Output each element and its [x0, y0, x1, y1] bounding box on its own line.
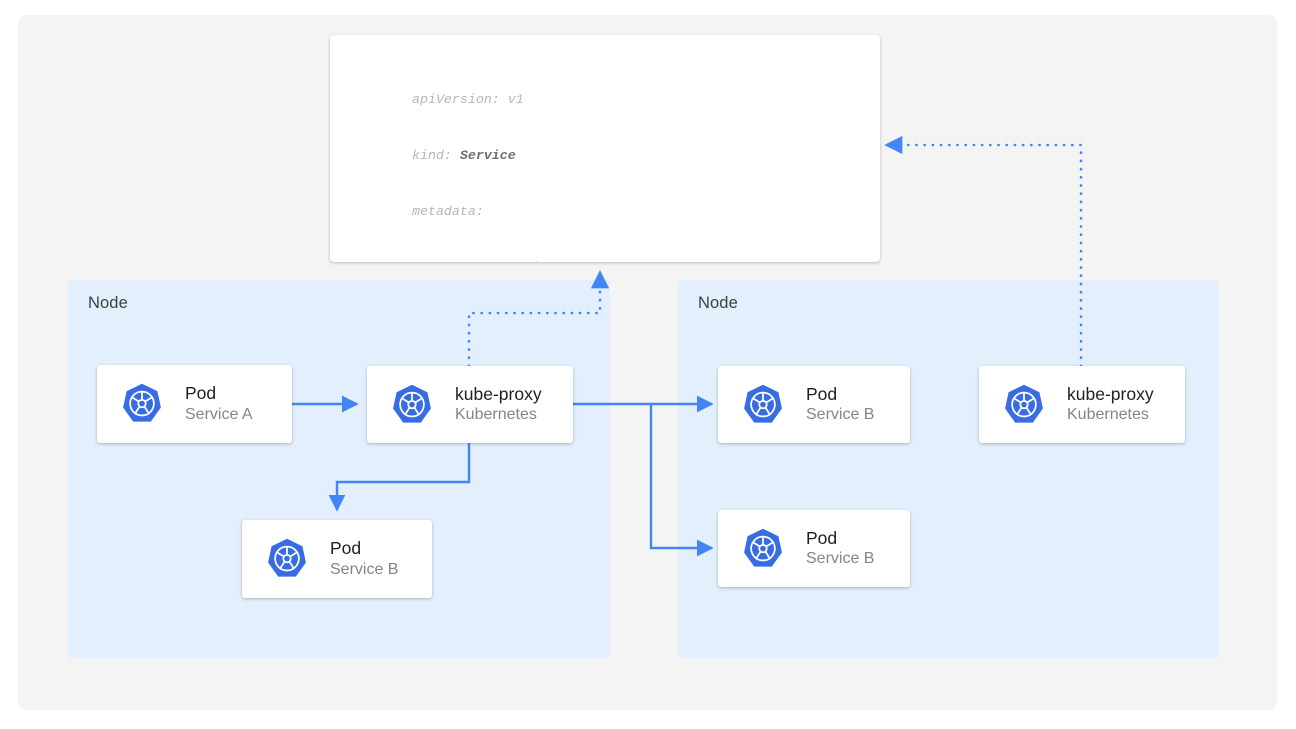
yaml-line: kind: Service — [412, 147, 516, 163]
kubernetes-icon — [123, 383, 161, 422]
yaml-line: metadata: — [412, 203, 484, 219]
card-text: kube-proxy Kubernetes — [1067, 384, 1154, 426]
card-pod-service-b-right-bottom[interactable]: Pod Service B — [718, 510, 910, 587]
card-title: Pod — [806, 527, 838, 548]
card-title: kube-proxy — [1067, 383, 1154, 404]
node-label: Node — [88, 294, 128, 312]
card-title: Pod — [185, 383, 217, 404]
card-subtitle: Service B — [806, 406, 875, 424]
yaml-line: apiVersion: v1 — [412, 92, 524, 108]
service-manifest-card: apiVersion: v1 kind: Service metadata: n… — [330, 35, 880, 262]
card-text: Pod Service A — [185, 383, 253, 425]
card-title: Pod — [806, 383, 838, 404]
kubernetes-icon — [1005, 384, 1043, 423]
card-pod-service-b-left[interactable]: Pod Service B — [242, 520, 432, 598]
node-group-left: Node — [68, 280, 610, 658]
card-text: Pod Service B — [330, 538, 398, 580]
card-title: kube-proxy — [455, 383, 542, 404]
kubernetes-icon — [393, 384, 431, 423]
card-pod-service-a[interactable]: Pod Service A — [97, 365, 292, 443]
service-manifest-code: apiVersion: v1 kind: Service metadata: n… — [412, 54, 739, 262]
card-subtitle: Kubernetes — [1067, 406, 1149, 424]
card-text: Pod Service B — [806, 528, 874, 570]
card-pod-service-b-right-top[interactable]: Pod Service B — [718, 366, 910, 443]
kubernetes-icon — [744, 528, 782, 567]
node-label: Node — [698, 294, 738, 312]
card-subtitle: Service A — [185, 405, 253, 423]
card-kube-proxy-left[interactable]: kube-proxy Kubernetes — [367, 366, 573, 443]
card-text: kube-proxy Kubernetes — [455, 384, 542, 426]
node-group-right: Node — [678, 280, 1219, 658]
kubernetes-icon — [744, 384, 782, 423]
card-subtitle: Kubernetes — [455, 406, 537, 424]
card-subtitle: Service B — [330, 560, 399, 578]
kubernetes-icon — [268, 538, 306, 577]
yaml-line: name: my-service — [412, 259, 739, 262]
card-kube-proxy-right[interactable]: kube-proxy Kubernetes — [979, 366, 1185, 443]
card-title: Pod — [330, 538, 362, 559]
card-subtitle: Service B — [806, 550, 875, 568]
card-text: Pod Service B — [806, 384, 874, 426]
